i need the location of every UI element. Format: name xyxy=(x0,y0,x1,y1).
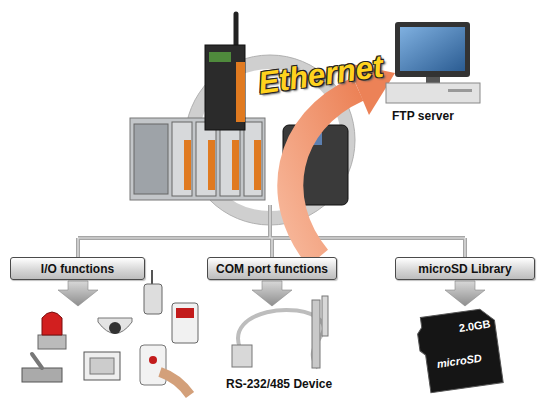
terminal-block xyxy=(208,140,215,190)
down-arrow xyxy=(58,281,98,306)
terminal-block xyxy=(184,140,191,190)
pac-module xyxy=(244,122,262,196)
beacon-base xyxy=(38,335,66,349)
toggle-lever xyxy=(32,354,42,368)
handheld-controller xyxy=(140,345,166,385)
computer-case xyxy=(386,83,480,103)
down-arrow xyxy=(252,281,292,306)
tree-line xyxy=(78,205,465,257)
timer-display xyxy=(172,303,198,343)
device-label: RS-232/485 Device xyxy=(226,377,332,391)
wireless-device xyxy=(205,45,245,130)
antenna xyxy=(234,14,239,46)
pac-module xyxy=(172,122,192,196)
timer-led xyxy=(176,308,194,318)
monitor-screen xyxy=(400,27,465,71)
toggle-switch xyxy=(22,368,62,382)
microsd-card xyxy=(415,307,503,393)
db9-connector xyxy=(232,345,252,367)
terminal-block xyxy=(254,140,261,190)
data-flow-arc xyxy=(290,89,358,258)
dome-camera xyxy=(98,318,132,334)
relay-core xyxy=(90,358,114,374)
box-title: microSD Library xyxy=(418,262,511,276)
box-title: I/O functions xyxy=(41,262,114,276)
tree-line-highlight xyxy=(78,205,465,257)
function-box: COM port functions xyxy=(207,257,337,280)
relay xyxy=(84,352,120,380)
monitor-stand xyxy=(426,77,440,83)
pac-cpu xyxy=(134,124,168,194)
card-body xyxy=(415,307,503,393)
terminal-block xyxy=(236,62,245,122)
monitor xyxy=(395,22,470,77)
drive-slot xyxy=(448,89,472,92)
box-title: COM port functions xyxy=(216,262,328,276)
server-label: FTP server xyxy=(392,109,454,123)
function-box: microSD Library xyxy=(395,257,535,280)
wireless-sensor xyxy=(144,284,162,314)
beacon-light xyxy=(42,312,62,335)
sensor-probe xyxy=(322,296,328,336)
function-box: I/O functions xyxy=(10,257,145,280)
device-label xyxy=(209,52,231,62)
terminal-block xyxy=(232,140,239,190)
hand xyxy=(160,372,190,395)
pac-module xyxy=(196,122,216,196)
camera-lens xyxy=(109,322,121,334)
sensor-probe xyxy=(312,300,320,368)
pac-module xyxy=(220,122,240,196)
down-arrow xyxy=(445,281,485,306)
button xyxy=(149,356,157,364)
